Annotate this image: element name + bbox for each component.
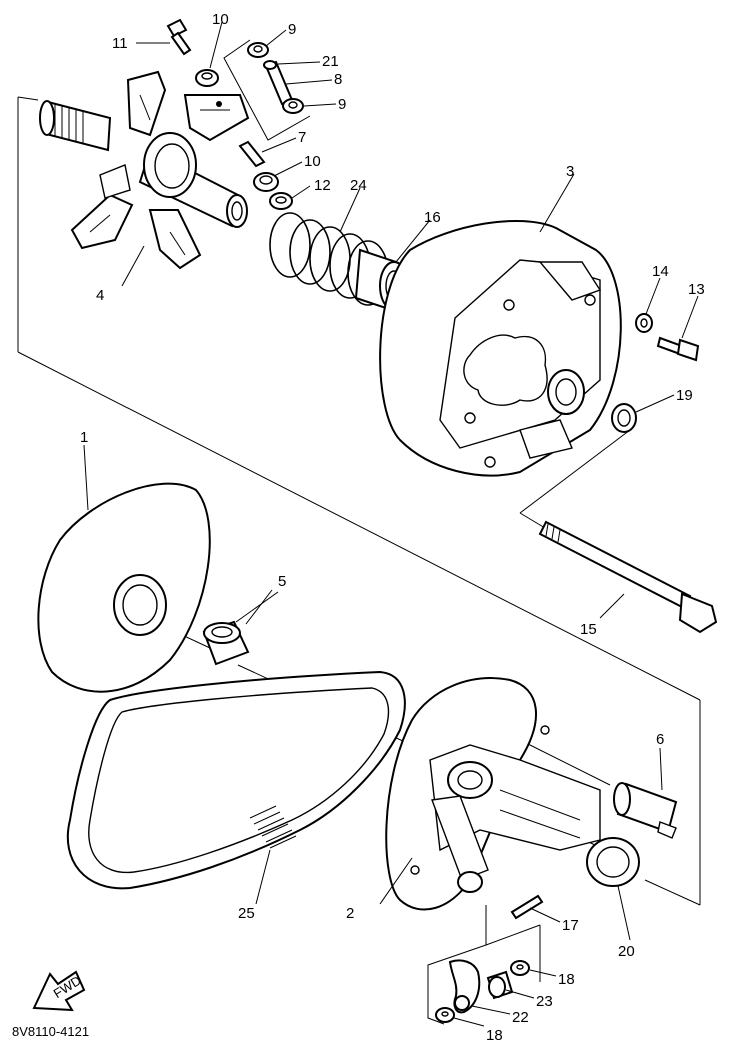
callout-21: 21	[322, 53, 339, 70]
callout-8: 8	[334, 71, 342, 88]
part-14-washer	[635, 313, 653, 333]
part-12-nut	[269, 192, 293, 210]
part-3-housing	[379, 219, 622, 477]
part-2-sheave	[385, 677, 601, 911]
callout-18-left: 18	[486, 1027, 503, 1044]
part-5-bearing	[202, 620, 250, 666]
part-15-long-bolt	[538, 520, 718, 634]
callout-17: 17	[562, 917, 579, 934]
part-9-cap-top	[247, 42, 269, 58]
part-1-sheave-disk	[37, 482, 211, 693]
callout-15: 15	[580, 621, 597, 638]
leader-lines	[83, 21, 699, 1027]
callout-11: 11	[112, 35, 128, 52]
part-9-cap-bottom	[282, 98, 304, 114]
callout-5: 5	[278, 573, 286, 590]
callout-13: 13	[688, 281, 705, 298]
part-25-belt	[66, 670, 406, 890]
part-10-washer-top	[195, 69, 219, 87]
callout-12: 12	[314, 177, 331, 194]
part-18-washer-right	[510, 960, 530, 976]
fwd-arrow-icon: FWD	[32, 970, 86, 1012]
callout-9-bottom: 9	[338, 96, 346, 113]
callout-24: 24	[350, 177, 367, 194]
callout-14: 14	[652, 263, 669, 280]
callout-16: 16	[424, 209, 441, 226]
callout-4: 4	[96, 287, 104, 304]
part-17-pin	[510, 894, 544, 920]
part-7-roller-pin	[238, 140, 266, 168]
callout-23: 23	[536, 993, 553, 1010]
part-13-bolt	[656, 336, 700, 362]
callout-10-bottom: 10	[304, 153, 321, 170]
callout-2: 2	[346, 905, 354, 922]
callout-7: 7	[298, 129, 306, 146]
callout-20: 20	[618, 943, 635, 960]
callout-10-top: 10	[212, 11, 229, 28]
callout-3: 3	[566, 163, 574, 180]
part-10-roller	[253, 172, 279, 192]
callout-6: 6	[656, 731, 664, 748]
part-19-collar	[611, 403, 637, 433]
callout-18-right: 18	[558, 971, 575, 988]
callout-25: 25	[238, 905, 255, 922]
callout-1: 1	[80, 429, 88, 446]
part-6-sleeve	[613, 782, 678, 839]
callout-9-top: 9	[288, 21, 296, 38]
part-4-spider	[39, 70, 250, 270]
part-23-roller	[486, 970, 514, 1000]
callout-19: 19	[676, 387, 693, 404]
part-11-bolt	[166, 18, 192, 56]
part-20-ring	[586, 837, 640, 887]
drawing-code: 8V8110-4121	[12, 1024, 89, 1039]
part-22-weight	[448, 959, 481, 1014]
callout-22: 22	[512, 1009, 529, 1026]
part-18-washer-left	[435, 1007, 455, 1023]
part-21-8-pin	[263, 60, 294, 106]
callout-labels: 11 10 9 21 8 9 7 10 12 24 16 3 4 14 13 1…	[80, 11, 705, 1044]
